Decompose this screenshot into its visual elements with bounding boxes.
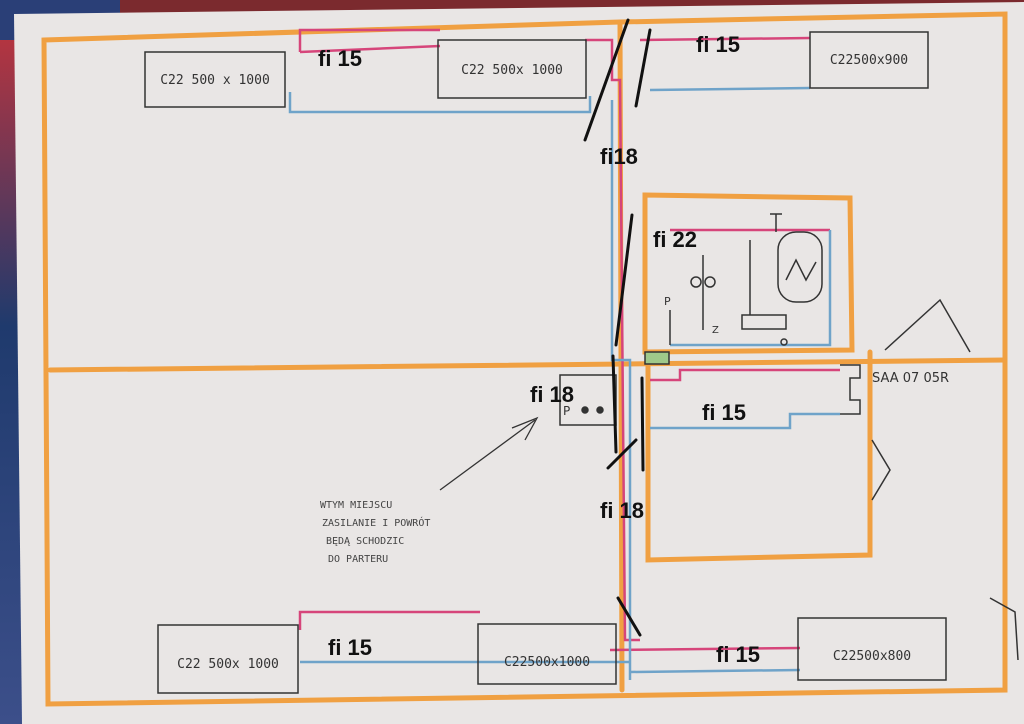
manifold-box [559, 374, 617, 426]
p-symbol-lower: P [563, 404, 570, 418]
svg-text:C22 500x 1000: C22 500x 1000 [461, 63, 563, 78]
svg-text:C22500x800: C22500x800 [833, 649, 911, 664]
pipe-label-top-left: fi 15 [318, 46, 362, 71]
pipe-label-riser-upper: fi18 [600, 144, 638, 169]
radiator-top-center: C22 500x 1000 [437, 39, 587, 99]
pipe-label-top-right: fi 15 [696, 32, 740, 57]
supply-pipes [298, 28, 840, 652]
pipe-label-center-left: fi 18 [530, 382, 574, 407]
p-symbol-upper: P [664, 295, 671, 308]
radiator-bottom-left: C22 500x 1000 [157, 624, 299, 694]
doors [871, 298, 1019, 661]
radiator-top-right: C22500x900 [809, 31, 929, 89]
svg-text:ZASILANIE I POWRÓT: ZASILANIE I POWRÓT [322, 516, 430, 529]
svg-text:C22500x900: C22500x900 [830, 53, 908, 68]
pipe-label-bottom-left: fi 15 [328, 635, 372, 660]
svg-text:C22500x1000: C22500x1000 [504, 655, 590, 670]
pipe-label-riser-lower: fi 18 [600, 498, 644, 523]
equipment-label: SAA 07 05R [872, 371, 949, 386]
svg-text:C22 500x 1000: C22 500x 1000 [177, 657, 279, 672]
pipe-label-boiler-room: fi 22 [653, 227, 697, 252]
equipment-saa [840, 364, 861, 415]
riser-marks [583, 18, 652, 637]
return-pipes [288, 86, 840, 680]
radiator-bottom-center: C22500x1000 [477, 623, 617, 685]
radiator-bottom-right: C22500x800 [797, 617, 947, 681]
radiator-top-left: C22 500 x 1000 [144, 51, 286, 108]
svg-text:WTYM MIEJSCU: WTYM MIEJSCU [320, 500, 392, 511]
boiler-room-equipment [644, 213, 823, 365]
svg-text:BĘDĄ SCHODZIC: BĘDĄ SCHODZIC [326, 536, 404, 547]
pipe-label-center-right: fi 15 [702, 400, 746, 425]
z-symbol: Z [712, 325, 719, 336]
installation-note: WTYM MIEJSCU ZASILANIE I POWRÓT BĘDĄ SCH… [320, 500, 430, 565]
svg-text:C22 500 x 1000: C22 500 x 1000 [160, 73, 270, 88]
svg-text:DO PARTERU: DO PARTERU [328, 554, 388, 565]
pipe-label-bottom-right: fi 15 [716, 642, 760, 667]
note-arrow [439, 416, 539, 491]
